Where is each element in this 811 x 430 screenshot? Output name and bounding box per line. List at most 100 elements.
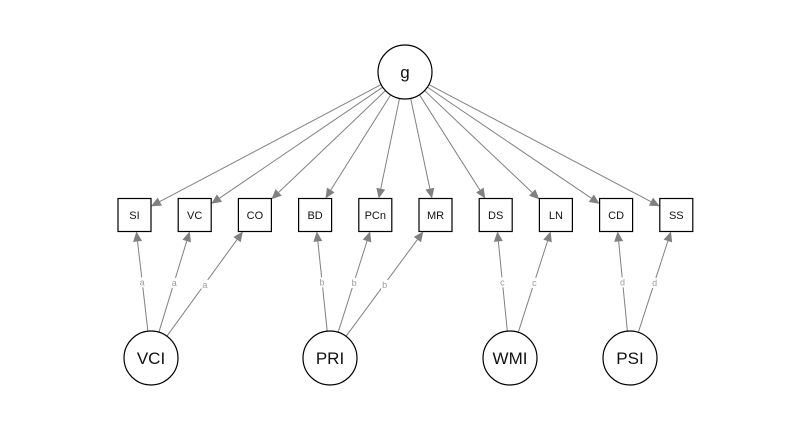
- latent-circle: [377, 44, 433, 100]
- arrowhead-icon: [476, 187, 486, 199]
- edge-label: c: [530, 277, 538, 288]
- manifest-label: PCn: [365, 210, 386, 222]
- edge-line: [427, 86, 592, 199]
- edge-label: a: [138, 277, 146, 288]
- arrowhead-icon: [271, 189, 282, 200]
- latent-circle: [482, 330, 538, 386]
- arrowhead-icon: [493, 231, 503, 242]
- edges-layer: [133, 84, 673, 337]
- manifest-box: [358, 197, 393, 233]
- edge-g-to-pcn: [376, 98, 400, 199]
- edge-g-to-ds: [419, 94, 486, 199]
- manifest-label: MR: [427, 210, 444, 222]
- latent-label: PSI: [616, 349, 643, 368]
- arrowhead-icon: [376, 187, 386, 199]
- arrowhead-icon: [543, 231, 552, 243]
- manifest-box: [237, 197, 272, 233]
- arrowhead-icon: [325, 187, 335, 199]
- arrowhead-icon: [362, 231, 372, 243]
- manifest-label: LN: [549, 210, 563, 222]
- latent-label: VCI: [137, 349, 165, 368]
- edge-label-text: a: [202, 280, 207, 290]
- latent-label: PRI: [316, 349, 344, 368]
- edge-label-text: c: [532, 278, 537, 288]
- edge-label-text: b: [382, 280, 387, 290]
- manifest-label: CD: [608, 210, 624, 222]
- edge-line: [219, 86, 383, 199]
- manifest-node-si: SI: [117, 197, 152, 233]
- manifest-box: [117, 197, 152, 233]
- arrowhead-icon: [663, 231, 673, 243]
- manifest-label: CO: [247, 210, 264, 222]
- manifest-node-vc: VC: [177, 197, 212, 233]
- manifest-node-ss: SS: [659, 197, 694, 233]
- edge-label-text: c: [500, 277, 505, 287]
- manifest-node-pcn: PCn: [358, 197, 393, 233]
- arrowhead-icon: [588, 194, 600, 204]
- edge-g-to-ss: [428, 84, 660, 207]
- edge-label: a: [170, 277, 178, 288]
- edge-line: [278, 90, 386, 193]
- edge-line: [428, 84, 652, 203]
- edge-line: [159, 84, 382, 203]
- manifest-box: [298, 197, 333, 233]
- edge-label-text: a: [140, 277, 145, 287]
- edge-g-to-vc: [211, 86, 383, 204]
- manifest-box: [598, 197, 634, 233]
- manifest-node-mr: MR: [418, 197, 453, 233]
- arrowhead-icon: [529, 189, 540, 200]
- latent-node-vci: VCI: [123, 330, 179, 386]
- arrowhead-icon: [614, 231, 624, 242]
- latent-circle: [123, 330, 179, 386]
- manifest-box: [418, 197, 453, 233]
- edge-label: b: [381, 279, 389, 290]
- manifest-node-bd: BD: [298, 197, 333, 233]
- latent-node-g: g: [377, 44, 433, 100]
- edge-label: a: [201, 279, 209, 290]
- manifest-label: SS: [669, 210, 684, 222]
- arrowhead-icon: [151, 197, 162, 207]
- arrowhead-icon: [133, 231, 143, 242]
- edge-label-text: a: [172, 278, 177, 288]
- edge-label: d: [651, 277, 659, 288]
- edge-line: [380, 98, 400, 189]
- edge-label: b: [318, 277, 326, 288]
- latent-label: g: [400, 63, 409, 82]
- edge-label-text: b: [352, 278, 357, 288]
- edge-label-text: b: [320, 277, 325, 287]
- manifest-label: DS: [488, 210, 503, 222]
- edge-label: d: [619, 277, 627, 288]
- edge-g-to-bd: [325, 94, 392, 199]
- edge-label: c: [498, 277, 506, 288]
- edge-label-text: d: [652, 278, 657, 288]
- manifest-box: [538, 197, 574, 233]
- latent-label: WMI: [493, 349, 528, 368]
- latent-node-wmi: WMI: [482, 330, 538, 386]
- edge-line: [424, 90, 533, 193]
- manifest-node-co: CO: [237, 197, 272, 233]
- edge-g-to-ln: [424, 90, 540, 200]
- manifest-label: BD: [307, 210, 322, 222]
- edge-line: [419, 94, 481, 191]
- edge-g-to-si: [151, 84, 382, 207]
- edge-g-to-mr: [410, 98, 435, 199]
- manifest-node-cd: CD: [598, 197, 634, 233]
- arrowhead-icon: [648, 197, 660, 207]
- latent-circle: [302, 330, 358, 386]
- manifest-box: [177, 197, 212, 233]
- latent-circle: [602, 330, 658, 386]
- latent-node-psi: PSI: [602, 330, 658, 386]
- manifest-label: VC: [187, 210, 202, 222]
- nodes-layer: gSI VC CO BD PCn MR DS LN CD SS VCI PRI WMI PSI: [117, 44, 694, 386]
- edge-label: b: [350, 277, 358, 288]
- manifest-node-ds: DS: [478, 197, 513, 233]
- manifest-box: [659, 197, 694, 233]
- edge-g-to-co: [271, 90, 386, 200]
- manifest-label: SI: [129, 210, 139, 222]
- edge-g-to-cd: [427, 86, 600, 204]
- latent-node-pri: PRI: [302, 330, 358, 386]
- arrowhead-icon: [413, 231, 424, 243]
- arrowhead-icon: [233, 231, 243, 243]
